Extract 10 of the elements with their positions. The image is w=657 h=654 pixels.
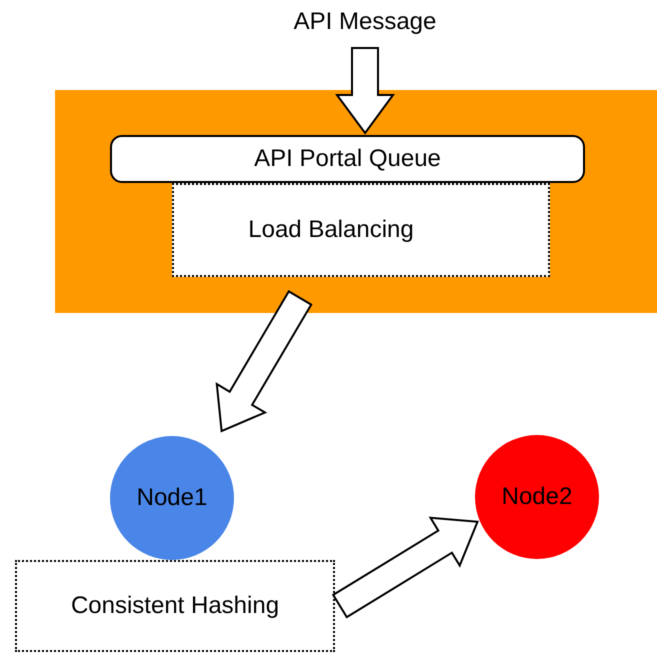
block-arrow [332, 516, 479, 618]
node-circle: Node2 [475, 435, 599, 559]
process-box: Load Balancing [172, 183, 550, 277]
queue-box: API Portal Queue [110, 135, 585, 183]
message-label: API Message [294, 8, 436, 36]
node-circle: Node1 [110, 436, 234, 560]
queue-band [55, 90, 657, 313]
block-arrow [335, 47, 395, 135]
process-box: Consistent Hashing [15, 560, 335, 652]
block-arrow [216, 290, 313, 432]
